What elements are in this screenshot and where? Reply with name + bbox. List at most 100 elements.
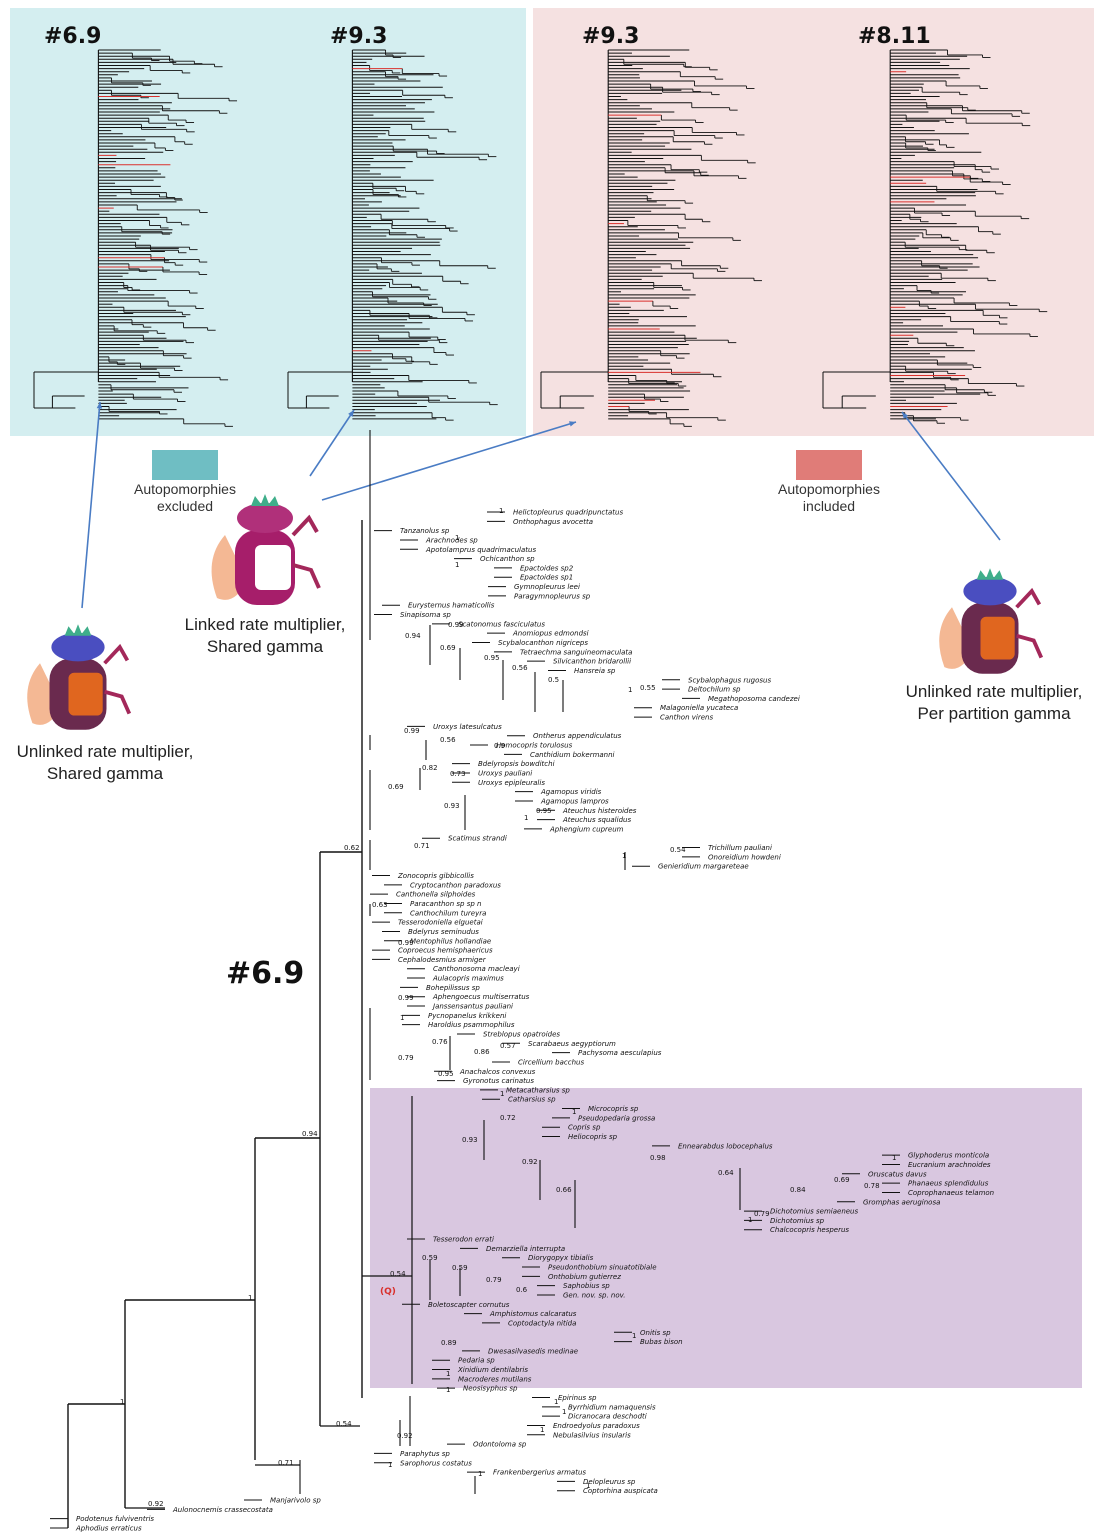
support-value: 1: [388, 1461, 392, 1469]
support-value: 0.69: [440, 644, 456, 652]
taxon-label: Coptodactyla nitida: [508, 1319, 576, 1327]
support-value: 0.72: [500, 1114, 516, 1122]
caption-unlinked-partition-line1: Unlinked rate multiplier,: [905, 682, 1083, 701]
taxon-label: Gymnopleurus leei: [514, 583, 580, 591]
support-value: 0.69: [834, 1176, 850, 1184]
taxon-label: Sarophorus costatus: [400, 1459, 472, 1467]
mini-tree: [540, 49, 762, 427]
taxon-label: Bubas bison: [640, 1338, 683, 1346]
taxon-label: Chalcocopris hesperus: [770, 1226, 849, 1234]
taxon-label: Coprophanaeus telamon: [908, 1189, 994, 1197]
arrow-linked-shared-a: [309, 409, 355, 477]
taxon-label: Copris sp: [568, 1124, 601, 1132]
taxon-label: Sinapisoma sp: [400, 611, 451, 619]
legend-included-swatch: [796, 450, 862, 480]
support-value: 0.94: [302, 1130, 318, 1138]
taxon-label: Zonocopris gibbicollis: [397, 872, 474, 880]
arrow-unlinked-shared: [81, 401, 101, 609]
support-value: 0.78: [864, 1182, 880, 1190]
taxon-label: Phanaeus splendidulus: [908, 1180, 989, 1188]
elytra-icon: [68, 672, 103, 716]
support-value: 1: [628, 686, 632, 694]
taxon-label: Pachysoma aesculapius: [578, 1049, 662, 1057]
taxon-label: Scybalocanthon nigriceps: [498, 639, 588, 647]
taxon-label: Delopleurus sp: [583, 1478, 636, 1486]
support-value: 0.82: [422, 764, 438, 772]
support-value: 1: [554, 1398, 558, 1406]
support-value: 0.6: [516, 1286, 528, 1294]
support-value: 1: [400, 1014, 404, 1022]
support-value: 0.57: [500, 1042, 516, 1050]
taxon-label: Tetraechma sanguineomaculata: [520, 648, 632, 656]
support-value: 0.56: [512, 664, 528, 672]
taxon-label: Uroxys latesulcatus: [433, 723, 502, 731]
support-value: 1: [455, 561, 459, 569]
support-value: 0.99: [448, 621, 464, 629]
support-value: 0.84: [790, 1186, 806, 1194]
main-tree-title: #6.9: [226, 956, 305, 991]
taxon-label: Pycnopanelus krikkeni: [428, 1012, 506, 1020]
support-value: 0.76: [432, 1038, 448, 1046]
support-value: 0.71: [278, 1459, 294, 1467]
taxon-label: Ontherus appendiculatus: [533, 732, 622, 740]
mini-tree: [287, 49, 498, 421]
taxon-label: Malagoniella yucateca: [660, 704, 738, 712]
horn-icon: [64, 624, 92, 636]
support-value: 0.86: [474, 1048, 490, 1056]
taxon-label: Gyronotus carinatus: [463, 1077, 534, 1085]
caption-unlinked-shared: Unlinked rate multiplier, Shared gamma: [2, 741, 208, 785]
taxon-label: Demarziella interrupta: [486, 1245, 565, 1253]
taxon-label: Coproecus hemisphaericus: [398, 947, 493, 955]
taxon-label: Genieridium margareteae: [658, 863, 749, 871]
support-value: 1: [892, 1154, 896, 1162]
horn-icon: [976, 568, 1004, 580]
legend-included-label: Autopomorphies included: [759, 481, 899, 515]
taxon-label: Homocopris torulosus: [496, 742, 573, 750]
support-value: 1: [540, 1426, 544, 1434]
support-value: 0.92: [148, 1500, 164, 1508]
legs-icon: [1015, 587, 1044, 659]
support-value: 0.92: [522, 1158, 538, 1166]
clade-q-marker: (Q): [380, 1287, 396, 1297]
beetle-unlinked-shared-icon: [27, 624, 132, 730]
support-value: 0.93: [444, 802, 460, 810]
support-value: 0.59: [452, 1264, 468, 1272]
support-value: 0.95: [438, 1070, 454, 1078]
taxon-label: Dwesasilvasedis medinae: [488, 1347, 578, 1355]
taxon-label: Aulonocnemis crassecostata: [172, 1506, 273, 1514]
caption-linked-shared-line1: Linked rate multiplier,: [184, 615, 346, 634]
taxon-label: Gromphas aeruginosa: [863, 1198, 940, 1206]
support-value: 1: [478, 1470, 482, 1478]
support-value: 0.95: [484, 654, 500, 662]
support-value: 1: [748, 1216, 752, 1224]
taxon-label: Epirinus sp: [558, 1394, 597, 1402]
taxon-label: Agamopus lampros: [540, 797, 609, 805]
taxon-label: Pedaria sp: [458, 1357, 495, 1365]
taxon-label: Anachalcos convexus: [459, 1068, 536, 1076]
legend-excluded-label: Autopomorphies excluded: [115, 481, 255, 515]
support-value: 0.55: [640, 684, 656, 692]
caption-linked-shared-line2: Shared gamma: [206, 637, 324, 656]
excluded-panel-bg: [10, 8, 526, 436]
taxon-label: Canthidium bokermanni: [530, 751, 615, 759]
taxon-label: Circellium bacchus: [518, 1058, 584, 1066]
taxon-label: Onoreidium howdeni: [708, 853, 781, 861]
taxon-label: Mentophilus hollandiae: [410, 937, 491, 945]
legs-icon: [291, 514, 321, 589]
taxon-label: Pseudopedaria grossa: [578, 1114, 655, 1122]
caption-unlinked-partition-line2: Per partition gamma: [917, 704, 1071, 723]
elytra-icon: [980, 616, 1015, 660]
taxon-label: Aulacopris maximus: [432, 975, 504, 983]
arrow-unlinked-partition: [901, 411, 1001, 541]
panel-title-2: #9.3: [330, 24, 388, 49]
taxon-label: Hansreia sp: [574, 667, 616, 675]
support-value: 0.94: [405, 632, 421, 640]
support-value: 0.59: [422, 1254, 438, 1262]
taxon-label: Arachnodes sp: [425, 536, 478, 544]
mini-tree: [33, 49, 238, 427]
support-value: 0.95: [536, 807, 552, 815]
taxon-label: Gen. nov. sp. nov.: [563, 1291, 625, 1299]
taxon-label: Dichotomius sp: [770, 1217, 825, 1225]
support-value: 1: [446, 1370, 450, 1378]
taxon-label: Scybalophagus rugosus: [688, 676, 771, 684]
